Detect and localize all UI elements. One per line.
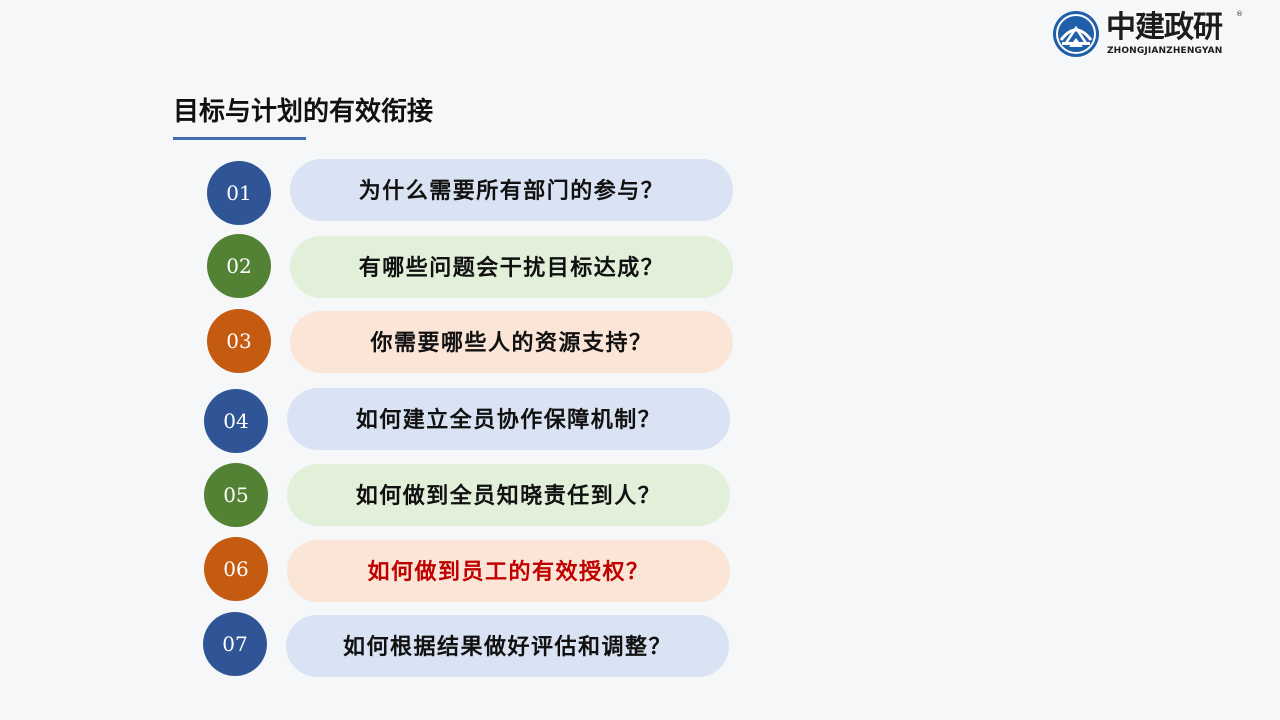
question-text: 为什么需要所有部门的参与？ (358, 179, 665, 204)
question-item: 你需要哪些人的资源支持？ (290, 311, 733, 373)
question-item: 有哪些问题会干扰目标达成？ (290, 236, 733, 298)
company-logo: 中建政研 ZHONGJIANZHENGYAN ® (1052, 10, 1243, 60)
question-number-badge: 02 (207, 234, 271, 298)
question-item: 为什么需要所有部门的参与？ (290, 159, 733, 221)
registered-mark: ® (1236, 10, 1243, 18)
question-item: 如何根据结果做好评估和调整？ (286, 615, 729, 677)
question-text: 有哪些问题会干扰目标达成？ (358, 256, 665, 281)
question-text: 如何建立全员协作保障机制？ (355, 408, 662, 433)
question-text: 你需要哪些人的资源支持？ (370, 331, 653, 356)
logo-english-name: ZHONGJIANZHENGYAN (1107, 46, 1223, 56)
question-text: 如何做到员工的有效授权？ (367, 560, 650, 585)
question-item: 如何建立全员协作保障机制？ (287, 388, 730, 450)
question-number-badge: 06 (204, 537, 268, 601)
question-number-badge: 03 (207, 309, 271, 373)
page-title: 目标与计划的有效衔接 (173, 97, 434, 127)
question-item: 如何做到员工的有效授权？ (287, 540, 730, 602)
question-number-badge: 04 (204, 389, 268, 453)
question-number-badge: 01 (207, 161, 271, 225)
question-item: 如何做到全员知晓责任到人？ (287, 464, 730, 526)
logo-emblem-icon (1053, 11, 1099, 57)
question-number-badge: 05 (204, 463, 268, 527)
title-underline (173, 137, 306, 140)
question-text: 如何根据结果做好评估和调整？ (342, 635, 672, 660)
logo-chinese-name: 中建政研 (1106, 10, 1223, 45)
question-number-badge: 07 (203, 612, 267, 676)
question-text: 如何做到全员知晓责任到人？ (355, 484, 662, 509)
